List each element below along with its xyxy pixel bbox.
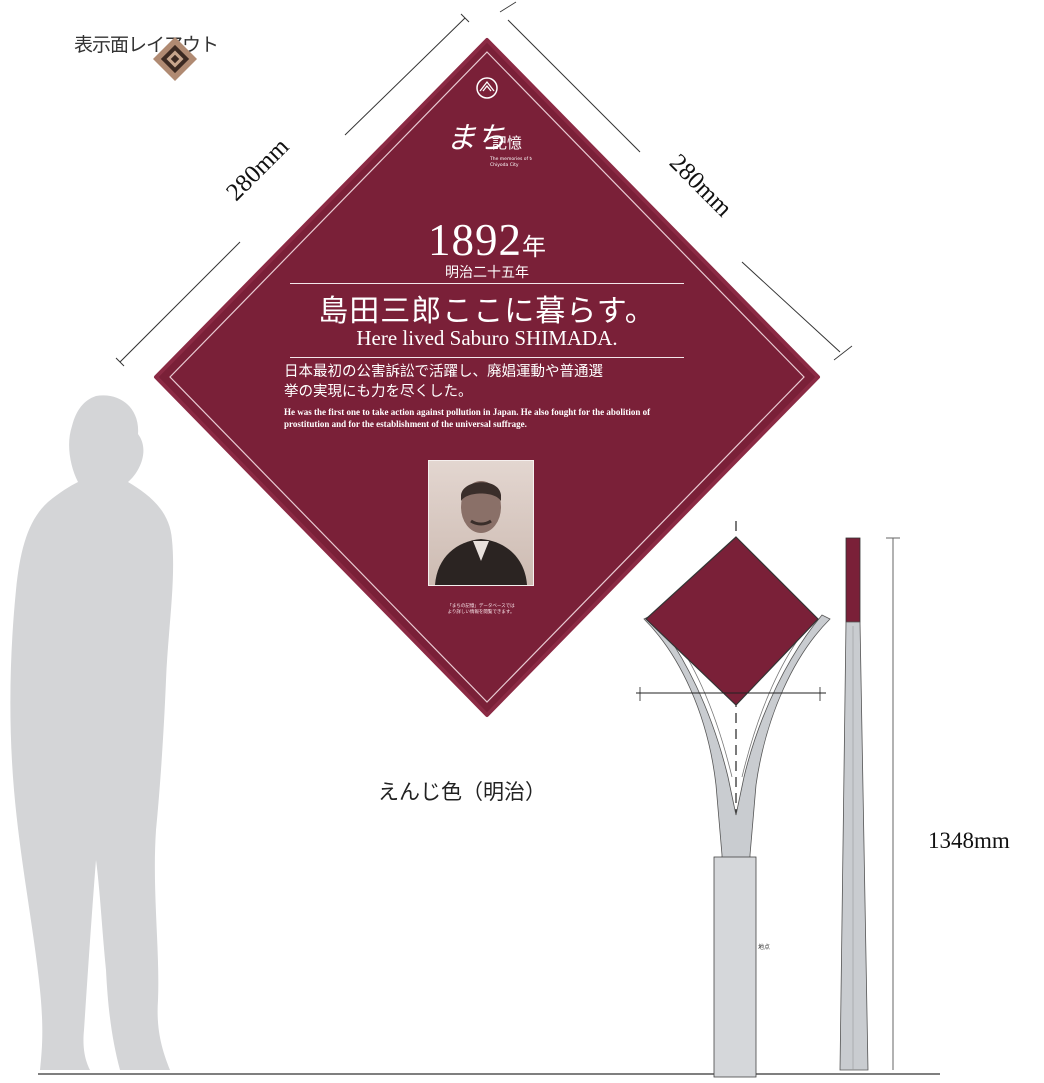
svg-text:まち: まち — [446, 121, 506, 156]
person-silhouette-icon — [10, 395, 174, 1070]
logo: まち 記憶 The memories of town, Chiyoda City — [442, 76, 532, 196]
description-japanese-line-2: 挙の実現にも力を尽くした。 — [284, 384, 473, 400]
color-name-caption: えんじ色（明治） — [378, 780, 546, 804]
crest-icon — [476, 77, 498, 99]
description-japanese: 日本最初の公害訴訟で活躍し、廃娼運動や普通選 挙の実現にも力を尽くした。 — [284, 362, 694, 402]
svg-text:The memories of town,: The memories of town, — [489, 156, 532, 162]
rule-bottom — [290, 357, 684, 358]
database-note-line-2: より詳しい情報を閲覧できます。 — [447, 610, 515, 615]
post-side-icon — [839, 537, 869, 1071]
database-note-line-1: 「まちの記憶」データベースでは — [447, 604, 515, 609]
svg-text:地点: 地点 — [758, 943, 770, 951]
year: 1892年 — [152, 214, 822, 266]
year-number: 1892 — [428, 215, 522, 265]
qr-code-icon — [153, 37, 197, 81]
title-english: Here lived Saburo SHIMADA. — [356, 326, 618, 350]
rule-top — [290, 283, 684, 284]
database-note: 「まちの記憶」データベースでは より詳しい情報を閲覧できます。 — [424, 604, 538, 616]
description-english: He was the first one to take action agai… — [284, 407, 651, 429]
description-japanese-line-1: 日本最初の公害訴訟で活躍し、廃娼運動や普通選 — [284, 364, 603, 380]
svg-text:Chiyoda City: Chiyoda City — [490, 162, 519, 168]
post-front-icon: 地点 — [636, 521, 831, 1079]
era-year: 明治二十五年 — [445, 265, 529, 281]
sign-board: まち 記憶 The memories of town, Chiyoda City… — [152, 36, 822, 719]
year-suffix: 年 — [522, 233, 546, 261]
portrait-photo — [428, 460, 534, 586]
height-dimension: 1348mm — [928, 828, 1010, 853]
title-japanese: 島田三郎ここに暮らす。 — [318, 294, 656, 329]
svg-text:記憶: 記憶 — [492, 134, 522, 152]
